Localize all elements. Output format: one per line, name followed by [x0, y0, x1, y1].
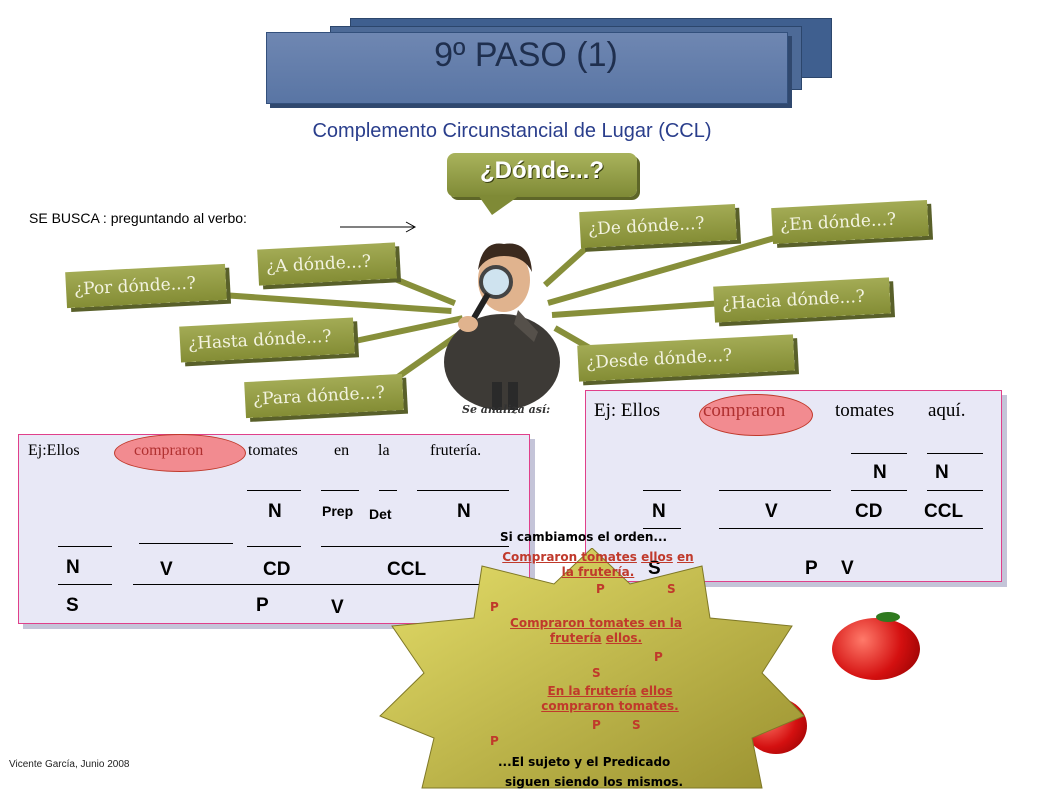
- arrow-right-icon: [340, 221, 417, 233]
- underline: [851, 453, 907, 454]
- example-panel-left: [18, 434, 530, 624]
- note-example-3: En la frutería ellos compraron tomates.: [510, 684, 710, 714]
- underline: [247, 490, 301, 491]
- right-row3-p: P: [805, 558, 818, 579]
- ray-por: [221, 292, 452, 315]
- underline: [379, 490, 397, 491]
- underline: [139, 543, 233, 544]
- underline: [719, 490, 831, 491]
- underline: [643, 528, 681, 529]
- question-en-donde: ¿En dónde...?: [771, 199, 929, 245]
- page-title: 9º PASO (1): [434, 36, 618, 74]
- left-row2-n: N: [66, 557, 80, 578]
- right-row2-n: N: [652, 501, 666, 522]
- left-word-3: tomates: [248, 442, 298, 459]
- note-ex3-s: S: [632, 718, 641, 732]
- underline: [58, 584, 112, 585]
- note-ex1-part-b: ellos: [641, 550, 673, 564]
- question-de-donde: ¿De dónde...?: [579, 203, 737, 249]
- right-word-1: Ej: Ellos: [594, 400, 660, 421]
- left-row3-p: P: [256, 595, 269, 616]
- right-row3-s: S: [648, 558, 661, 579]
- question-para-donde: ¿Para dónde...?: [244, 373, 404, 419]
- left-row1-n2: N: [457, 501, 471, 522]
- question-hacia-donde: ¿Hacia dónde...?: [713, 277, 891, 323]
- verb-highlight-left: [114, 434, 246, 472]
- right-row1-n: N: [873, 462, 887, 483]
- left-row3-s: S: [66, 595, 79, 616]
- note-ex2-p: P: [654, 650, 663, 664]
- underline: [321, 546, 509, 547]
- note-example-1: Compraron tomates ellos en la frutería.: [492, 550, 704, 580]
- left-word-6: frutería.: [430, 442, 482, 459]
- verb-highlight-right: [699, 394, 813, 436]
- note-ex2-s: S: [592, 666, 601, 680]
- note-example-2: Compraron tomates en la frutería ellos.: [496, 616, 696, 646]
- person-magnifier-illustration: [444, 243, 560, 410]
- note-p3: P: [490, 734, 499, 748]
- right-row2-ccl: CCL: [924, 501, 964, 522]
- note-ex1-s: S: [667, 582, 676, 596]
- analiza-label: Se analiza así:: [462, 403, 551, 416]
- underline: [643, 490, 681, 491]
- note-outro-1: ...El sujeto y el Predicado: [498, 755, 671, 769]
- underline: [247, 546, 301, 547]
- bubble-tail: [478, 195, 520, 215]
- left-word-1: Ej:Ellos: [28, 442, 80, 459]
- note-p1: P: [490, 600, 499, 614]
- left-row1-prep: Prep: [322, 503, 354, 519]
- note-ex3-part-b: ellos: [640, 684, 673, 698]
- note-ex3-p: P: [592, 718, 601, 732]
- left-row1-n: N: [268, 501, 282, 522]
- bubble-text: ¿Dónde...?: [480, 157, 604, 184]
- left-row2-v: V: [160, 559, 173, 580]
- note-ex2-part-a: Compraron tomates en la: [510, 616, 682, 630]
- left-word-2: compraron: [134, 442, 204, 459]
- right-word-4: aquí.: [928, 400, 966, 421]
- underline: [927, 490, 983, 491]
- left-row2-cd: CD: [263, 559, 291, 580]
- underline: [851, 490, 907, 491]
- underline: [321, 490, 359, 491]
- left-row1-det: Det: [369, 506, 392, 522]
- note-ex1-p: P: [596, 582, 605, 596]
- question-bubble: [447, 153, 637, 197]
- note-outro-2: siguen siendo los mismos.: [505, 775, 684, 789]
- underline: [58, 546, 112, 547]
- search-instruction: SE BUSCA : preguntando al verbo:: [29, 210, 247, 226]
- note-ex2-part-b: frutería: [549, 631, 602, 645]
- right-row1-n2: N: [935, 462, 949, 483]
- note-ex1-part-d: la frutería.: [561, 565, 635, 579]
- underline: [133, 584, 509, 585]
- ray-hacia: [551, 300, 717, 318]
- right-word-3: tomates: [835, 400, 895, 421]
- note-ex1-part-c: en: [677, 550, 694, 564]
- author-credit: Vicente García, Junio 2008: [9, 759, 130, 770]
- right-row2-cd: CD: [855, 501, 883, 522]
- left-word-4: en: [334, 442, 350, 459]
- note-intro: Si cambiamos el orden...: [500, 530, 668, 544]
- underline: [927, 453, 983, 454]
- right-word-2: compraron: [703, 400, 786, 421]
- note-ex1-part-a: Compraron tomates: [502, 550, 637, 564]
- starburst-note: [379, 548, 805, 789]
- note-ex3-part-a: En la frutería: [547, 684, 637, 698]
- right-row3-v: V: [841, 558, 854, 579]
- tomato-stem: [876, 612, 900, 622]
- page-subtitle: Complemento Circunstancial de Lugar (CCL…: [312, 120, 712, 142]
- note-ex2-part-c: ellos.: [605, 631, 643, 645]
- question-a-donde: ¿A dónde...?: [257, 242, 397, 286]
- right-row2-v: V: [765, 501, 778, 522]
- underline: [719, 528, 983, 529]
- question-desde-donde: ¿Desde dónde...?: [577, 334, 795, 382]
- title-banner: [266, 32, 788, 104]
- note-ex3-part-c: compraron tomates.: [541, 699, 679, 713]
- left-word-5: la: [378, 442, 390, 459]
- left-row2-ccl: CCL: [387, 559, 427, 580]
- question-por-donde: ¿Por dónde...?: [65, 263, 227, 309]
- left-row3-v: V: [331, 597, 344, 618]
- underline: [417, 490, 509, 491]
- question-hasta-donde: ¿Hasta dónde...?: [179, 317, 355, 363]
- tomato-illustration: [832, 618, 920, 680]
